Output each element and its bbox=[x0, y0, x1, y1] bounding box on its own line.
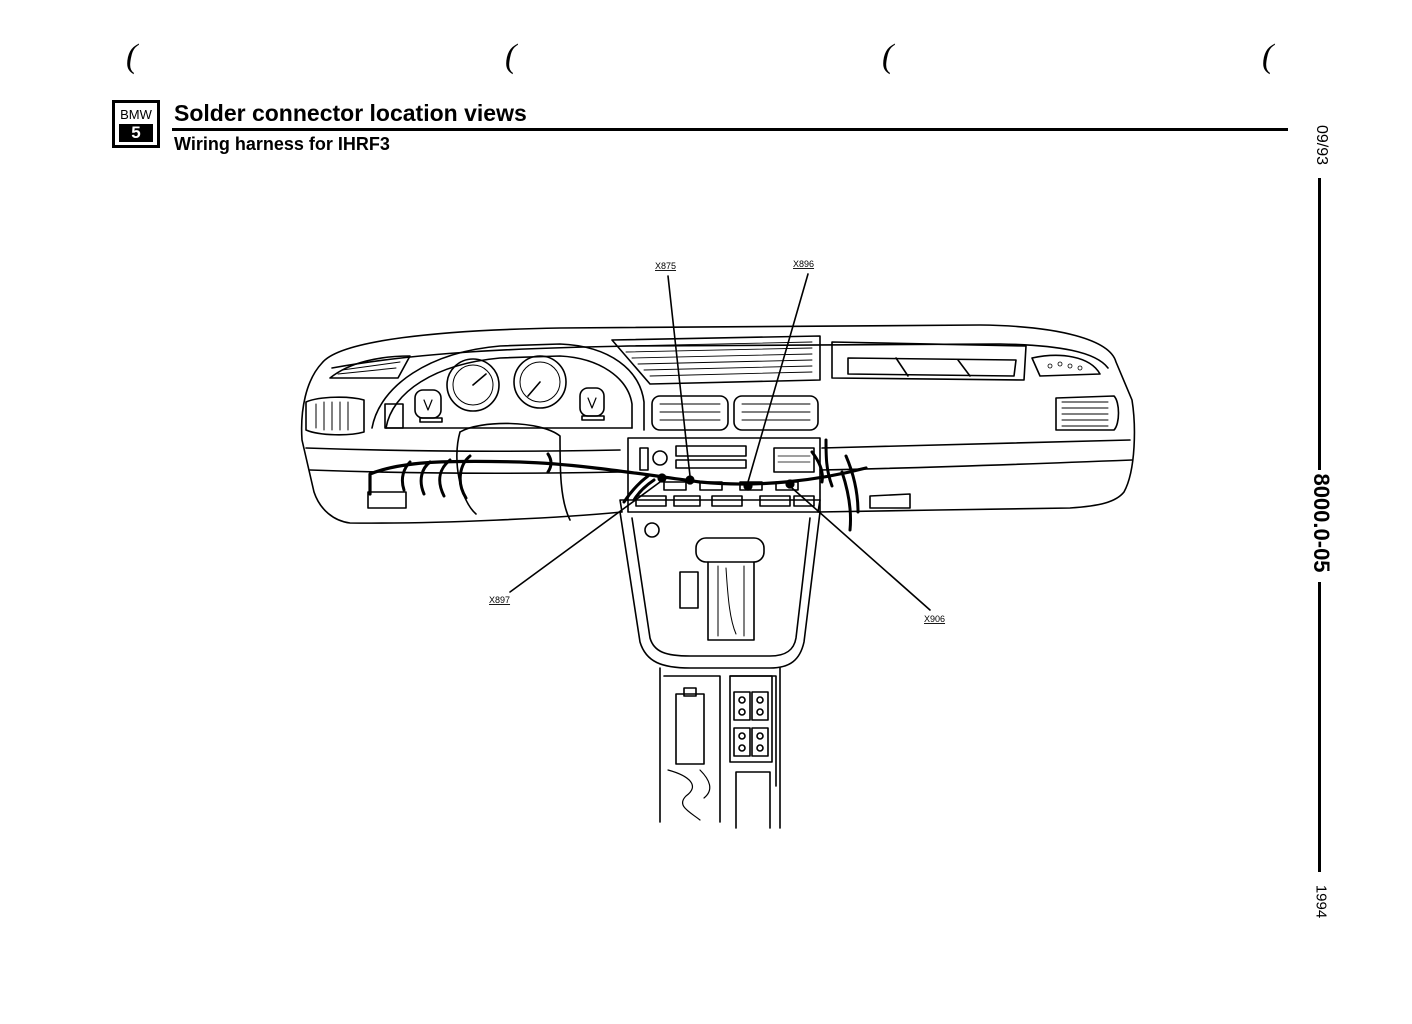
connector-label-x875: X875 bbox=[655, 261, 676, 271]
gear-shifter bbox=[695, 537, 765, 563]
connector-point-x906 bbox=[785, 479, 795, 489]
left-air-vent bbox=[305, 396, 365, 436]
connector-point-x897 bbox=[657, 473, 667, 483]
steering-column bbox=[456, 422, 571, 521]
page-subtitle: Wiring harness for IHRF3 bbox=[174, 134, 390, 154]
dashboard-lower-line bbox=[305, 439, 1131, 453]
harness-clip bbox=[810, 438, 860, 532]
speedometer-gauge bbox=[513, 355, 567, 409]
harness-clip bbox=[400, 452, 553, 500]
right-top-panel bbox=[831, 341, 1027, 381]
logo-brand: BMW bbox=[120, 107, 152, 122]
left-speaker-grille bbox=[329, 355, 411, 379]
glovebox-handle bbox=[869, 493, 911, 509]
header-rule bbox=[172, 128, 1288, 131]
center-air-vent-left bbox=[651, 395, 729, 431]
bmw-5-logo: BMW 5 bbox=[112, 100, 160, 148]
dashboard-top-edge bbox=[331, 343, 1109, 369]
leader-x896 bbox=[747, 273, 809, 483]
leader-x875 bbox=[667, 275, 691, 477]
left-knee-panel bbox=[367, 491, 407, 509]
logo-series: 5 bbox=[119, 124, 153, 142]
harness-clip bbox=[622, 474, 656, 504]
light-switch bbox=[384, 403, 404, 429]
instrument-cluster-hood bbox=[385, 355, 633, 429]
center-tunnel bbox=[659, 667, 781, 829]
radio-unit bbox=[627, 437, 821, 513]
fuel-gauge bbox=[414, 389, 442, 419]
leader-x897 bbox=[509, 481, 661, 593]
connector-label-x897: X897 bbox=[489, 595, 510, 605]
connector-point-x896 bbox=[743, 481, 753, 491]
binder-hole-mark: ( bbox=[126, 38, 138, 75]
connector-label-x906: X906 bbox=[924, 614, 945, 624]
center-defrost-grille bbox=[611, 335, 821, 385]
binder-hole-mark: ( bbox=[1262, 38, 1274, 75]
dashboard-outline bbox=[300, 324, 1136, 524]
binder-hole-mark: ( bbox=[882, 38, 894, 75]
connector-label-x896: X896 bbox=[793, 259, 814, 269]
instrument-cluster-hood bbox=[371, 343, 645, 431]
right-speaker-grille bbox=[1031, 354, 1101, 377]
margin-line bbox=[1318, 178, 1321, 470]
right-air-vent bbox=[1055, 395, 1120, 431]
page-title: Solder connector location views bbox=[174, 100, 527, 126]
leader-x906 bbox=[791, 487, 931, 611]
page-header: BMW 5 Solder connector location views Wi… bbox=[112, 100, 1288, 160]
shift-gate bbox=[707, 561, 755, 641]
wiring-harness bbox=[368, 459, 868, 496]
console-button bbox=[644, 522, 660, 538]
left-speaker-grille bbox=[337, 361, 401, 375]
margin-line bbox=[1318, 582, 1321, 872]
temp-gauge bbox=[579, 387, 605, 417]
connector-point-x875 bbox=[685, 475, 695, 485]
radio-display bbox=[773, 447, 815, 473]
storage-tray bbox=[675, 693, 705, 765]
seat-heater-switch bbox=[733, 691, 751, 721]
center-air-vent-right bbox=[733, 395, 819, 431]
tachometer-gauge bbox=[446, 358, 500, 412]
binder-hole-mark: ( bbox=[505, 38, 517, 75]
center-console bbox=[619, 511, 821, 669]
